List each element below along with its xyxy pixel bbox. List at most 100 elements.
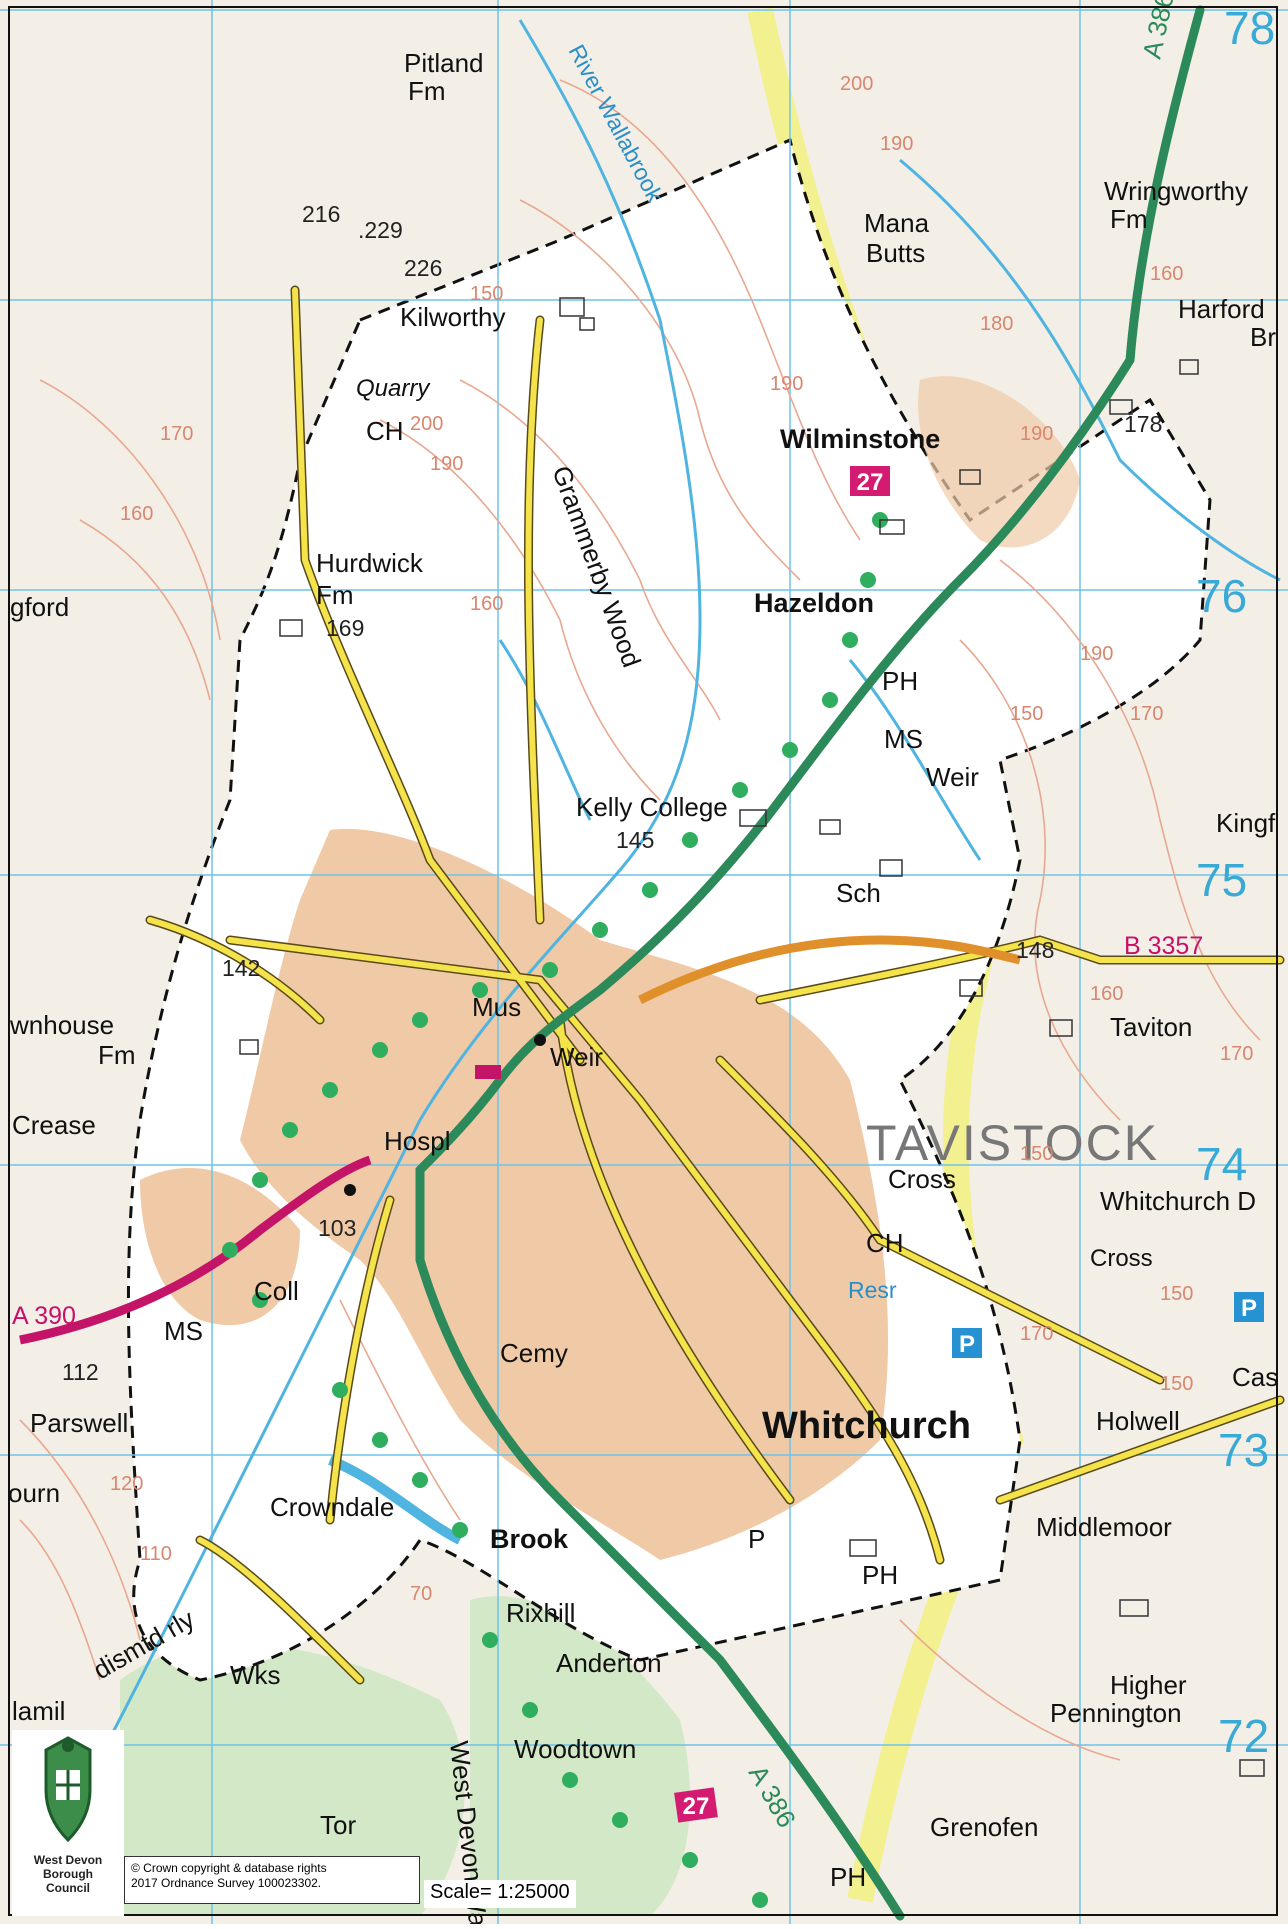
copyright-line-1: © Crown copyright & database rights [131, 1861, 327, 1875]
label-rixhill: Rixhill [506, 1598, 575, 1628]
label-townhouse-fm: Fm [98, 1040, 136, 1070]
label-gford: gford [10, 592, 69, 622]
contour-label: 180 [980, 313, 1013, 335]
label-ms-west: MS [164, 1316, 203, 1346]
label-anderton: Anderton [556, 1648, 662, 1678]
parking-1-label: P [959, 1331, 975, 1358]
a386-road [415, 5, 1205, 1921]
council-logo: West Devon Borough Council [12, 1730, 124, 1916]
label-wringworthy-fm: Fm [1110, 204, 1148, 234]
label-wringworthy: Wringworthy [1104, 176, 1248, 206]
contour-label: 150 [1160, 1283, 1193, 1305]
contour-label: 200 [410, 413, 443, 435]
label-cemy: Cemy [500, 1338, 568, 1368]
label-tavistock: TAVISTOCK [866, 1115, 1159, 1171]
label-cas: Cas [1232, 1362, 1278, 1392]
spot-height-226: 226 [404, 255, 442, 281]
contour-label: 150 [1010, 703, 1043, 725]
label-grenofen: Grenofen [930, 1812, 1038, 1842]
rivers [58, 19, 1281, 1831]
woodland-south [470, 1596, 690, 1916]
route-27-sign-bottom [674, 1787, 718, 1823]
route-27-bottom-label: 27 [683, 1793, 710, 1820]
river-tavy [58, 19, 702, 1831]
label-quarry: Quarry [356, 375, 431, 402]
grid-number-76: 76 [1196, 570, 1247, 622]
grid-number-75: 75 [1196, 854, 1247, 906]
contour-label: 170 [160, 423, 193, 445]
label-mus: Mus [472, 992, 521, 1022]
label-mana: Mana [864, 208, 930, 238]
contour-label: 160 [1090, 983, 1123, 1005]
grid-numbers: 76 75 74 73 72 78 [1196, 2, 1275, 1762]
label-pitland-fm: Fm [408, 76, 446, 106]
hospital-marker [344, 1184, 356, 1196]
contour-lines [19, 79, 1261, 1761]
contour-label: 190 [770, 373, 803, 395]
contour-label: 150 [1020, 1143, 1053, 1165]
contour-label: 190 [430, 453, 463, 475]
grid-number-74: 74 [1196, 1138, 1247, 1190]
label-resr: Resr [848, 1277, 897, 1303]
woodland-southwest [120, 1643, 465, 1916]
label-hazeldon: Hazeldon [754, 588, 874, 618]
contour-label: 170 [1220, 1043, 1253, 1065]
label-butts: Butts [866, 238, 925, 268]
b3357-road [637, 935, 1022, 1005]
label-whitchurch-d: Whitchurch D [1100, 1186, 1256, 1216]
contour-label: 70 [410, 1583, 432, 1605]
label-kingf: Kingf [1216, 808, 1276, 838]
bus-station-marker [475, 1065, 501, 1079]
spot-height-148: 148 [1016, 937, 1054, 963]
contour-label: 150 [1160, 1373, 1193, 1395]
spot-height-178: 178 [1124, 411, 1162, 437]
spot-heights: 216 .229 226 178 169 145 142 148 103 112 [62, 201, 1162, 1385]
label-sch: Sch [836, 878, 881, 908]
label-pitland: Pitland [404, 48, 484, 78]
label-higher: Higher [1110, 1670, 1187, 1700]
logo-line-2: Borough [43, 1867, 93, 1881]
label-cross-north: Cross [888, 1164, 956, 1194]
label-harford: Harford [1178, 294, 1265, 324]
museum-marker [534, 1034, 546, 1046]
contour-labels: 200 190 200 190 170 160 150 180 160 190 190 150 170 1… [110, 73, 1253, 1605]
spot-height-145: 145 [616, 827, 654, 853]
spot-height-229: .229 [358, 217, 403, 243]
parking-2-label: P [1241, 1295, 1257, 1322]
label-tor: Tor [320, 1810, 356, 1840]
label-ourn: ourn [8, 1478, 60, 1508]
label-ch-north: CH [366, 416, 404, 446]
contour-label: 110 [140, 1543, 172, 1565]
label-kilworthy: Kilworthy [400, 302, 505, 332]
spot-height-103: 103 [318, 1215, 356, 1241]
river-north [899, 158, 1281, 582]
logo-line-1: West Devon [33, 1853, 103, 1867]
label-woodtown: Woodtown [514, 1734, 636, 1764]
label-townhouse: wnhouse [9, 1010, 114, 1040]
built-up-north [918, 376, 1080, 548]
canal [328, 1455, 463, 1545]
logo-line-3: Council [46, 1881, 90, 1895]
grid-number-72: 72 [1218, 1710, 1269, 1762]
contour-label: 170 [1020, 1323, 1053, 1345]
contour-label: 190 [880, 133, 913, 155]
label-harford-br: Br [1250, 322, 1276, 352]
spot-height-169: 169 [326, 615, 364, 641]
label-weir-town: Weir [550, 1042, 603, 1072]
route-27-top-label: 27 [857, 469, 884, 496]
national-trail-dots [222, 512, 888, 1908]
label-crease: Crease [12, 1110, 96, 1140]
built-up-tavistock [240, 828, 889, 1560]
label-ms-north: MS [884, 724, 923, 754]
label-p: P [748, 1524, 765, 1554]
buildings [239, 297, 1265, 1777]
contour-label: 160 [470, 593, 503, 615]
label-whitchurch: Whitchurch [762, 1405, 971, 1447]
contour-label: 160 [120, 503, 153, 525]
contour-label: 200 [840, 73, 873, 95]
label-brook: Brook [490, 1524, 569, 1554]
spot-height-142: 142 [222, 955, 260, 981]
contour-label: 190 [1080, 643, 1113, 665]
